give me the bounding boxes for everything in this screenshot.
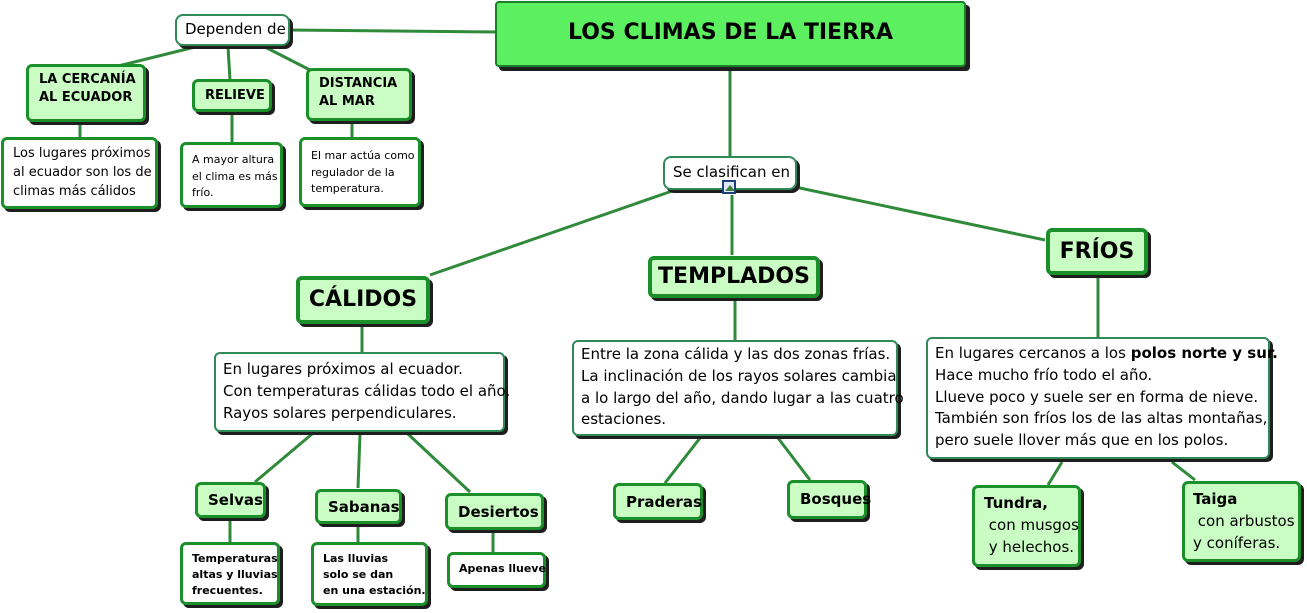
factor-label-line: DISTANCIA: [319, 76, 398, 91]
climate-frios: FRÍOS: [1046, 228, 1148, 275]
page-title: LOS CLIMAS DE LA TIERRA: [495, 1, 966, 67]
climate-templados-desc: Entre la zona cálida y las dos zonas frí…: [572, 340, 904, 436]
desc-line: y coníferas.: [1193, 533, 1281, 552]
link-clasifican-calidos: [429, 188, 676, 277]
desc-line: Rayos solares perpendiculares.: [223, 403, 457, 422]
desc-line: A mayor altura: [192, 153, 275, 166]
image-icon: [722, 180, 736, 194]
type-name: Tundra,: [984, 494, 1048, 512]
factor-relieve-desc: A mayor altura el clima es más frío.: [180, 142, 283, 208]
desc-line: El mar actúa como: [311, 149, 415, 162]
type-sabanas-desc: Las lluvias solo se dan en una estación.: [311, 542, 428, 606]
desc-line: Hace mucho frío todo el año.: [935, 365, 1153, 384]
factor-cercania: LA CERCANÍA AL ECUADOR: [26, 64, 146, 122]
link-frios-taiga: [1171, 460, 1196, 482]
factor-distancia-desc: El mar actúa como regulador de la temper…: [299, 137, 421, 207]
type-selvas: Selvas: [195, 482, 266, 518]
desc-text: En lugares cercanos a los: [935, 344, 1131, 362]
desc-line: al ecuador son los de: [13, 164, 152, 180]
desc-line: a lo largo del año, dando lugar a las cu…: [581, 388, 904, 407]
climate-templados: TEMPLADOS: [648, 256, 820, 298]
desc-line: con arbustos: [1193, 511, 1295, 530]
desc-line: en una estación.: [323, 583, 426, 597]
link-calidos-desiertos: [406, 432, 472, 494]
factor-distancia: DISTANCIA AL MAR: [306, 68, 412, 121]
desc-line: con musgos: [984, 515, 1079, 534]
type-name: Taiga: [1193, 490, 1238, 508]
type-praderas: Praderas: [613, 483, 703, 520]
desc-line: También son fríos los de las altas monta…: [935, 409, 1268, 428]
desc-line: regulador de la: [311, 165, 395, 179]
dependen-label: Dependen de: [175, 14, 290, 46]
desc-line: Temperaturas: [192, 552, 278, 565]
type-bosques: Bosques: [787, 480, 871, 519]
link-clasifican-frios: [794, 185, 1046, 242]
climate-frios-desc: En lugares cercanos a los polos norte y …: [926, 337, 1278, 459]
climate-calidos-desc: En lugares próximos al ecuador. Con temp…: [214, 352, 511, 432]
desc-line: solo se dan: [323, 567, 394, 581]
desc-line: el clima es más: [192, 169, 278, 183]
type-desiertos: Desiertos: [445, 493, 544, 530]
desc-line: estaciones.: [581, 410, 667, 429]
clasifican-label: Se clasifican en: [663, 156, 797, 190]
desc-bold-text: polos norte y sur.: [1130, 344, 1278, 362]
desc-line: Los lugares próximos: [13, 146, 151, 161]
factor-label-line: AL MAR: [319, 93, 375, 109]
desc-line: La inclinación de los rayos solares camb…: [581, 366, 897, 385]
factor-label-line: RELIEVE: [205, 88, 265, 103]
desc-line: pero suele llover más que en los polos.: [935, 431, 1229, 449]
type-taiga: Taiga con arbustos y coníferas.: [1182, 481, 1301, 562]
desc-line: y helechos.: [984, 537, 1075, 556]
desc-line: climas más cálidos: [13, 183, 136, 199]
link-dependen-distancia: [264, 45, 311, 72]
desc-line: En lugares próximos al ecuador.: [223, 360, 463, 378]
desc-line: frío.: [192, 186, 214, 199]
type-tundra: Tundra, con musgos y helechos.: [972, 485, 1081, 567]
desc-line: Entre la zona cálida y las dos zonas frí…: [581, 345, 891, 363]
link-frios-tundra: [1046, 461, 1064, 486]
link-templados-praderas: [663, 437, 702, 484]
desc-line: Las lluvias: [323, 552, 389, 565]
link-title-dependen: [287, 28, 496, 34]
link-calidos-selvas: [254, 432, 313, 484]
factor-relieve: RELIEVE: [192, 79, 272, 112]
type-selvas-desc: Temperaturas altas y lluvias frecuentes.: [180, 542, 280, 605]
factor-label-line: AL ECUADOR: [39, 89, 133, 105]
type-desiertos-desc: Apenas llueve: [447, 552, 546, 588]
factor-cercania-desc: Los lugares próximos al ecuador son los …: [1, 137, 158, 209]
link-calidos-sabanas: [356, 433, 362, 489]
link-templados-bosques: [776, 437, 812, 481]
desc-line: altas y lluvias: [192, 567, 278, 581]
climate-calidos: CÁLIDOS: [296, 276, 430, 324]
desc-line: frecuentes.: [192, 583, 263, 597]
desc-line: En lugares cercanos a los polos norte y …: [935, 343, 1278, 365]
factor-label-line: LA CERCANÍA: [39, 72, 136, 87]
desc-line: temperatura.: [311, 182, 384, 195]
link-dependen-relieve: [226, 46, 232, 81]
desc-line: Con temperaturas cálidas todo el año.: [223, 381, 511, 400]
desc-line: Llueve poco y suele ser en forma de niev…: [935, 387, 1259, 406]
type-sabanas: Sabanas: [315, 489, 402, 524]
